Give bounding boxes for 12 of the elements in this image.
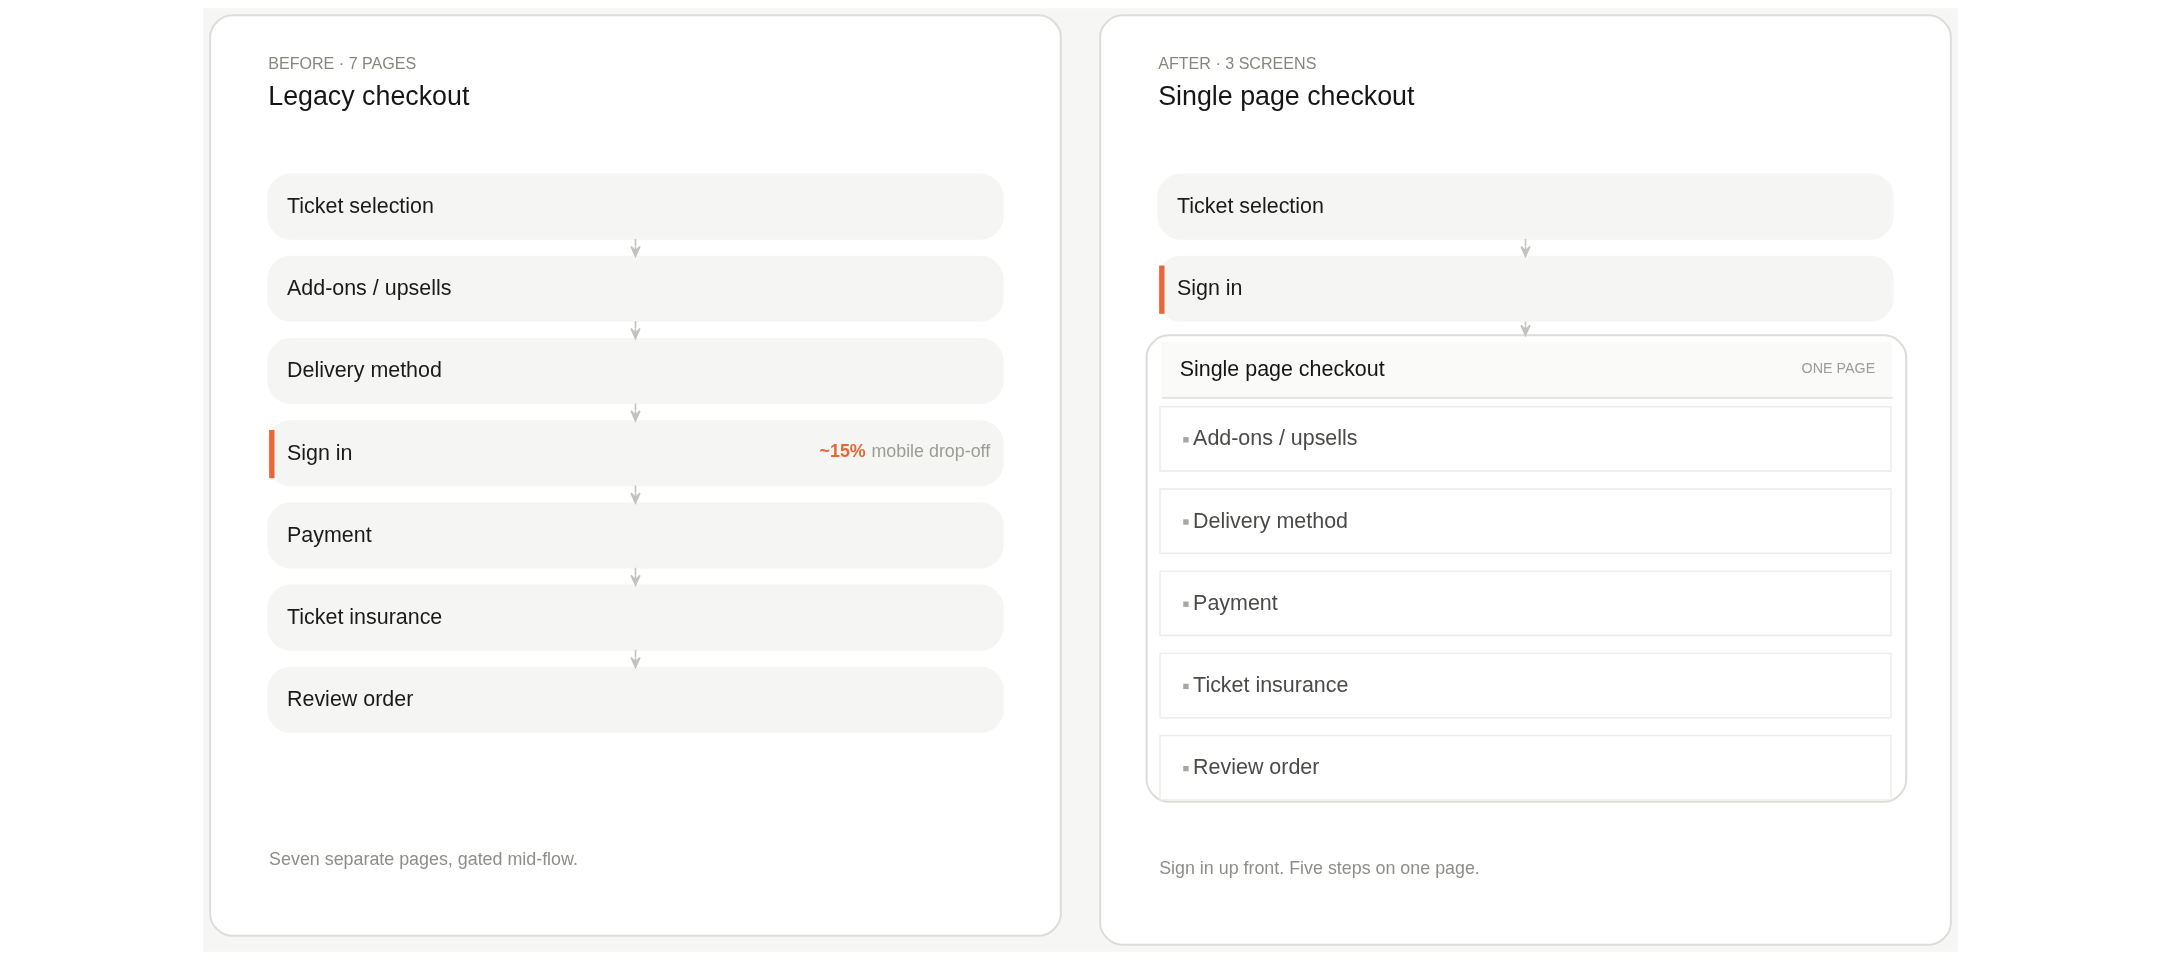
node-box: Payment <box>266 502 1004 569</box>
node-box: Review order <box>266 666 1004 733</box>
node-box: Review order <box>1158 734 1892 801</box>
node-box: Delivery method <box>266 337 1004 405</box>
node-box: Add-ons / upsells <box>266 255 1004 322</box>
node-box: Ticket selection <box>266 173 1004 240</box>
node-box: Delivery method <box>1158 488 1892 554</box>
node-box: Payment <box>1158 570 1892 637</box>
node-box: Ticket insurance <box>1158 652 1892 719</box>
node-box: Ticket selection <box>1156 173 1894 240</box>
node-box: Ticket insurance <box>266 584 1004 651</box>
node-box: Add-ons / upsells <box>1158 406 1892 472</box>
